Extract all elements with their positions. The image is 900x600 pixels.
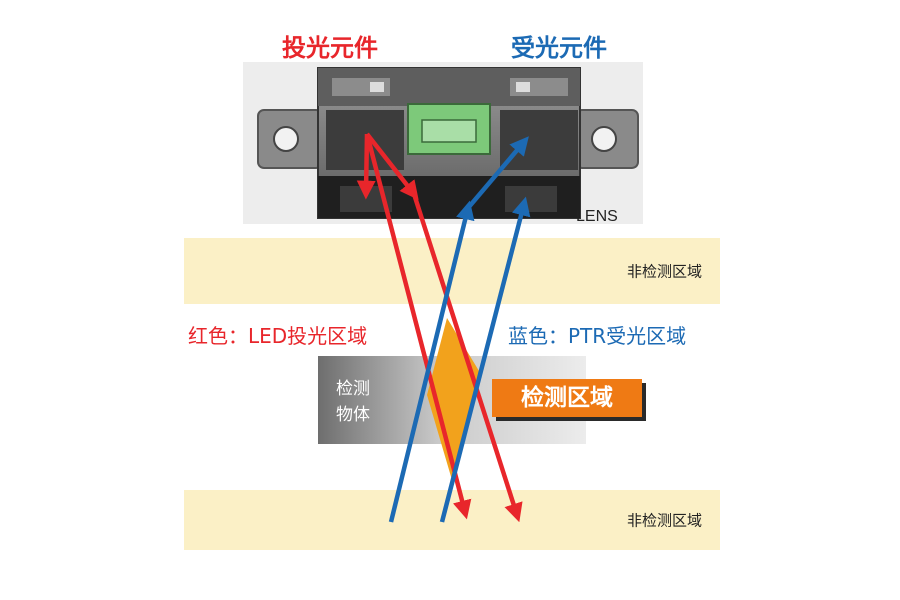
red-beam-right [365, 132, 419, 200]
detection-zone-callout: 检测区域 [492, 379, 642, 417]
right-mount-hole [591, 126, 617, 152]
blue-beam-left [388, 200, 475, 523]
lens-label: LENS [576, 208, 618, 225]
blue-beam-right [439, 196, 531, 523]
red-beam-left [364, 133, 472, 520]
emitter-title: 投光元件 [282, 34, 378, 62]
red-caption: 红色：LED投光区域 [188, 324, 368, 348]
blue-beam-top [466, 136, 529, 210]
blue-caption: 蓝色：PTR受光区域 [508, 324, 687, 348]
red-beam-outer [411, 193, 523, 523]
object-label: 检测物体 [336, 379, 370, 425]
receiver-beams [388, 136, 531, 523]
emitter-beams [356, 132, 523, 523]
sensor-body [243, 62, 643, 224]
red-beam-inner [356, 133, 376, 200]
receiver-title: 受光元件 [511, 34, 607, 62]
left-mount-hole [273, 126, 299, 152]
